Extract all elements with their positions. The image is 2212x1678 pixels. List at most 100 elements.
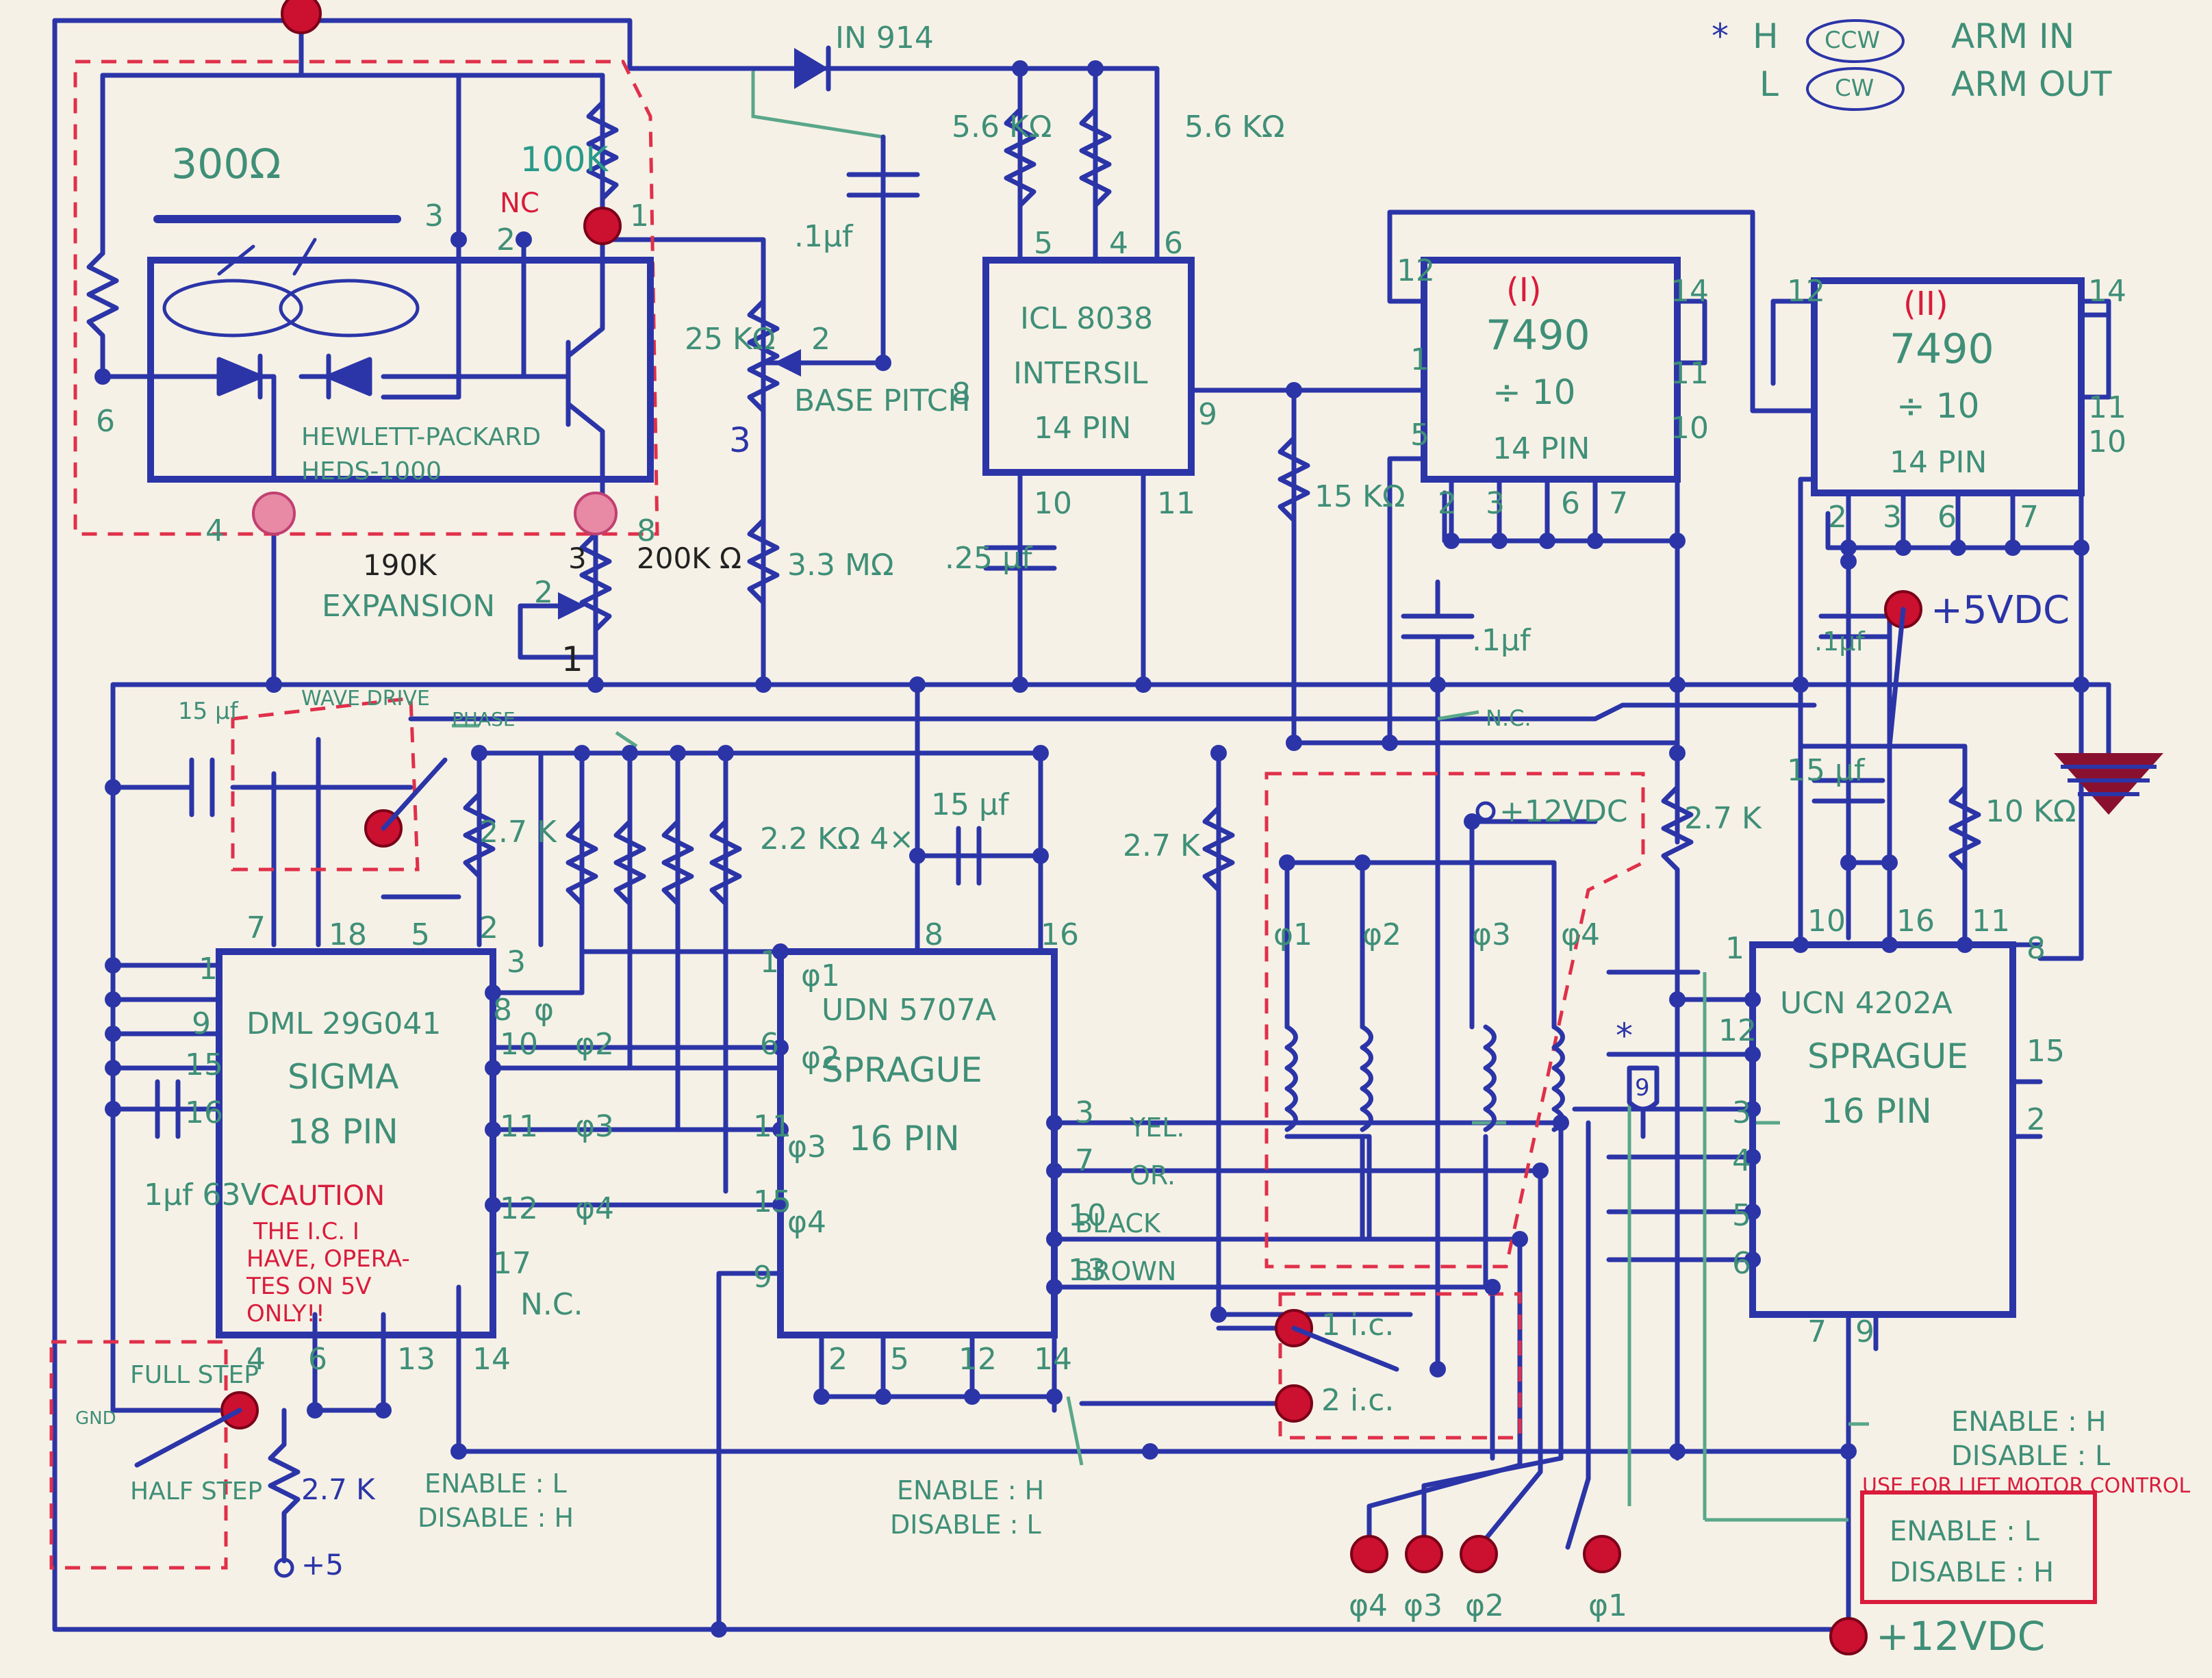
hp-pin-2: 2 (496, 223, 516, 257)
ic7490-1-pin-3: 3 (1486, 486, 1505, 521)
pad-phi2[interactable] (1460, 1535, 1498, 1573)
pad-phi3[interactable] (1405, 1535, 1443, 1573)
hp-pin-3: 3 (424, 199, 444, 233)
udn-pin-15: 15 (753, 1184, 791, 1219)
pad-phi4[interactable] (1350, 1535, 1388, 1573)
sigma-pin-17: 17 (493, 1246, 531, 1281)
r25k-label: 25 KΩ (685, 322, 775, 357)
resistor-100k (586, 73, 619, 242)
cap-15-left (189, 757, 215, 817)
hp-sensor (100, 215, 654, 516)
ic-8038-body (982, 257, 1195, 476)
ucn-pin-7: 7 (1807, 1314, 1827, 1349)
ic8038-maker: INTERSIL (1013, 356, 1148, 391)
pad-top[interactable] (281, 0, 322, 34)
ic7490-2-pin-10: 10 (2088, 424, 2126, 459)
ucn-maker: SPRAGUE (1807, 1037, 1968, 1076)
junction-dots (94, 60, 2089, 1638)
ucn-pin-15: 15 (2026, 1034, 2065, 1069)
udn-pin-16: 16 (1041, 917, 1079, 952)
sigma-pin-1: 1 (199, 952, 218, 987)
wire-brown: BROWN (1075, 1256, 1176, 1286)
udn-phi3: φ3 (787, 1130, 826, 1165)
udn-phi2: φ2 (801, 1041, 840, 1076)
resistor-27k-a (463, 791, 496, 900)
pad-hp-1[interactable] (583, 207, 622, 245)
ic8038-pin-2: 2 (811, 322, 830, 357)
r22k-label: 2.2 KΩ 4× (760, 822, 914, 856)
pad-plus12vdc[interactable] (1829, 1617, 1868, 1655)
c15-mid-label: 15 μf (931, 787, 1010, 822)
ic8038-pin-11: 11 (1157, 486, 1195, 521)
pad-hp-4[interactable] (252, 492, 296, 535)
sigma-pins-label: 18 PIN (288, 1112, 398, 1152)
udn-pin-6: 6 (760, 1027, 779, 1062)
ic7490-2-pin-12: 12 (1787, 274, 1825, 309)
lift-disable: DISABLE : H (1890, 1557, 2054, 1588)
udn-pin-8: 8 (924, 917, 943, 952)
wire-or: OR. (1130, 1160, 1175, 1191)
legend-h: H (1753, 16, 1779, 56)
nc-mid: N.C. (1486, 705, 1531, 731)
gnd-label: GND (75, 1408, 116, 1429)
udn-pin-11: 11 (753, 1109, 791, 1144)
ic7490-1-name: 7490 (1486, 312, 1590, 359)
r10k-label: 10 KΩ (1985, 794, 2076, 829)
ic-sigma-body (216, 948, 496, 1338)
ic7490-1-pin-14: 14 (1670, 274, 1709, 309)
c1uf-label: 1μf 63V (144, 1178, 262, 1212)
ground-symbol (2054, 753, 2163, 815)
phase-label: PHASE (452, 708, 516, 730)
gate-star: * (1616, 1016, 1633, 1056)
ic7490-2-name: 7490 (1890, 325, 1994, 373)
sigma-pin-10: 10 (500, 1027, 538, 1062)
pot-num-3b: 3 (568, 542, 587, 575)
ic7490-1-div: ÷ 10 (1492, 372, 1575, 412)
legend-l: L (1759, 64, 1779, 104)
ic7490-1-pin-7: 7 (1609, 486, 1628, 521)
udn-disable: DISABLE : L (890, 1510, 1041, 1540)
udn-phi4: φ4 (787, 1205, 826, 1240)
udn-pin-9: 9 (753, 1260, 772, 1295)
ic8038-pin-5: 5 (1034, 226, 1053, 261)
diode-in914 (750, 45, 831, 92)
sigma-pin-3: 3 (507, 945, 526, 980)
caution-l4: TES ON 5V (246, 1273, 372, 1300)
caution-l2: THE I.C. I (253, 1218, 359, 1245)
pad-phi1[interactable] (1583, 1535, 1621, 1573)
ic7490-2-pin-3: 3 (1883, 500, 1902, 535)
udn-pin-5: 5 (890, 1342, 909, 1377)
c15-left-label: 15 μf (178, 698, 239, 725)
r200k-label: 200K Ω (637, 542, 741, 575)
udn-pin-1: 1 (760, 945, 779, 980)
sigma-pin-2: 2 (479, 911, 498, 945)
r33m-label: 3.3 MΩ (787, 548, 894, 583)
legend-cw-ring (1806, 67, 1905, 111)
resistor-27k-d (268, 1408, 301, 1564)
pot-num-1: 1 (561, 639, 583, 679)
ucn-name: UCN 4202A (1780, 986, 1953, 1021)
ic7490-2-pin-11: 11 (2088, 390, 2126, 425)
sigma-pin-8: 8 (493, 993, 512, 1028)
udn-pin-10: 10 (1068, 1198, 1106, 1233)
resistor-27k-c (1661, 785, 1694, 900)
ucn-pin-3: 3 (1732, 1095, 1751, 1130)
pad-hp-8[interactable] (574, 492, 618, 535)
ic7490-2-pin-7: 7 (2020, 500, 2039, 535)
lift-motor-box (1860, 1490, 2097, 1604)
ucn-pin-2: 2 (2026, 1102, 2046, 1137)
ucn-pin-16: 16 (1896, 904, 1935, 939)
r27k-d-label: 2.7 K (301, 1473, 376, 1506)
ic7490-2-pin-6: 6 (1937, 500, 1957, 535)
ic8038-pin-8: 8 (952, 377, 971, 411)
ic7490-1-pin-5: 5 (1410, 418, 1429, 453)
udn-pin-12: 12 (958, 1342, 997, 1377)
ucn-pins-label: 16 PIN (1821, 1091, 1932, 1131)
sigma-pin-15: 15 (185, 1047, 223, 1082)
ucn-pin-12: 12 (1718, 1013, 1757, 1048)
hp-nc: NC (500, 188, 539, 219)
motor-12v-label: +12VDC (1499, 794, 1628, 829)
ic7490-1-pins-label: 14 PIN (1492, 431, 1590, 466)
sig-out-phi4: φ4 (575, 1191, 614, 1226)
